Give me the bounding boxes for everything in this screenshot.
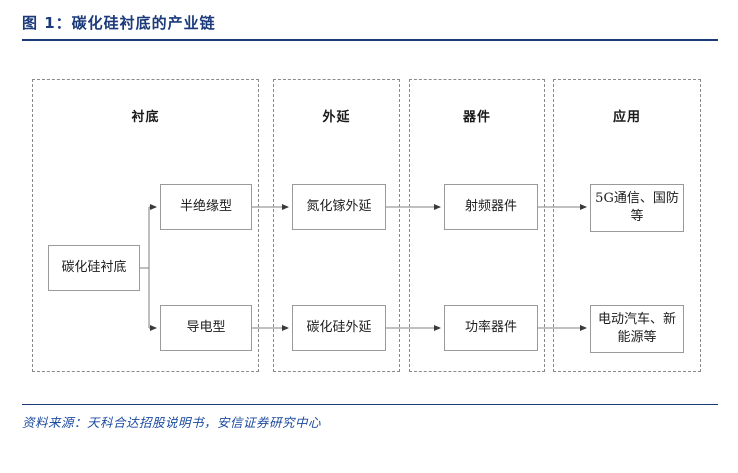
node-power-device[interactable]: 功率器件	[444, 305, 538, 351]
stage-title-substrate: 衬底	[131, 110, 160, 125]
node-gan-epitaxy[interactable]: 氮化镓外延	[292, 184, 386, 230]
node-conductive-label: 导电型	[186, 320, 226, 336]
node-sic-substrate[interactable]: 碳化硅衬底	[48, 245, 140, 291]
node-application-5g-label: 5G通信、国防等	[595, 191, 679, 224]
node-semi-insulating-label: 半绝缘型	[179, 199, 232, 215]
node-application-5g[interactable]: 5G通信、国防等	[590, 184, 684, 232]
node-semi-insulating[interactable]: 半绝缘型	[160, 184, 252, 230]
figure-title: 图 1：碳化硅衬底的产业链	[22, 14, 216, 32]
node-application-ev-label: 电动汽车、新能源等	[597, 312, 676, 345]
stage-column-application: 应用	[553, 79, 701, 372]
node-sic-substrate-label: 碳化硅衬底	[61, 260, 127, 276]
node-power-device-label: 功率器件	[464, 320, 517, 336]
node-sic-epitaxy-label: 碳化硅外延	[306, 320, 372, 336]
stage-column-epitaxy: 外延	[273, 79, 400, 372]
node-rf-device[interactable]: 射频器件	[444, 184, 538, 230]
stage-column-substrate: 衬底	[32, 79, 259, 372]
stage-title-device: 器件	[462, 110, 491, 125]
stage-title-application: 应用	[612, 110, 641, 125]
node-sic-epitaxy[interactable]: 碳化硅外延	[292, 305, 386, 351]
source-note: 资料来源：天科合达招股说明书，安信证券研究中心	[22, 415, 322, 430]
title-divider	[22, 39, 718, 41]
node-conductive[interactable]: 导电型	[160, 305, 252, 351]
source-divider	[22, 404, 718, 405]
node-application-ev[interactable]: 电动汽车、新能源等	[590, 305, 684, 353]
stage-column-device: 器件	[409, 79, 545, 372]
stage-title-epitaxy: 外延	[322, 110, 351, 125]
node-rf-device-label: 射频器件	[464, 199, 517, 215]
node-gan-epitaxy-label: 氮化镓外延	[306, 199, 372, 215]
